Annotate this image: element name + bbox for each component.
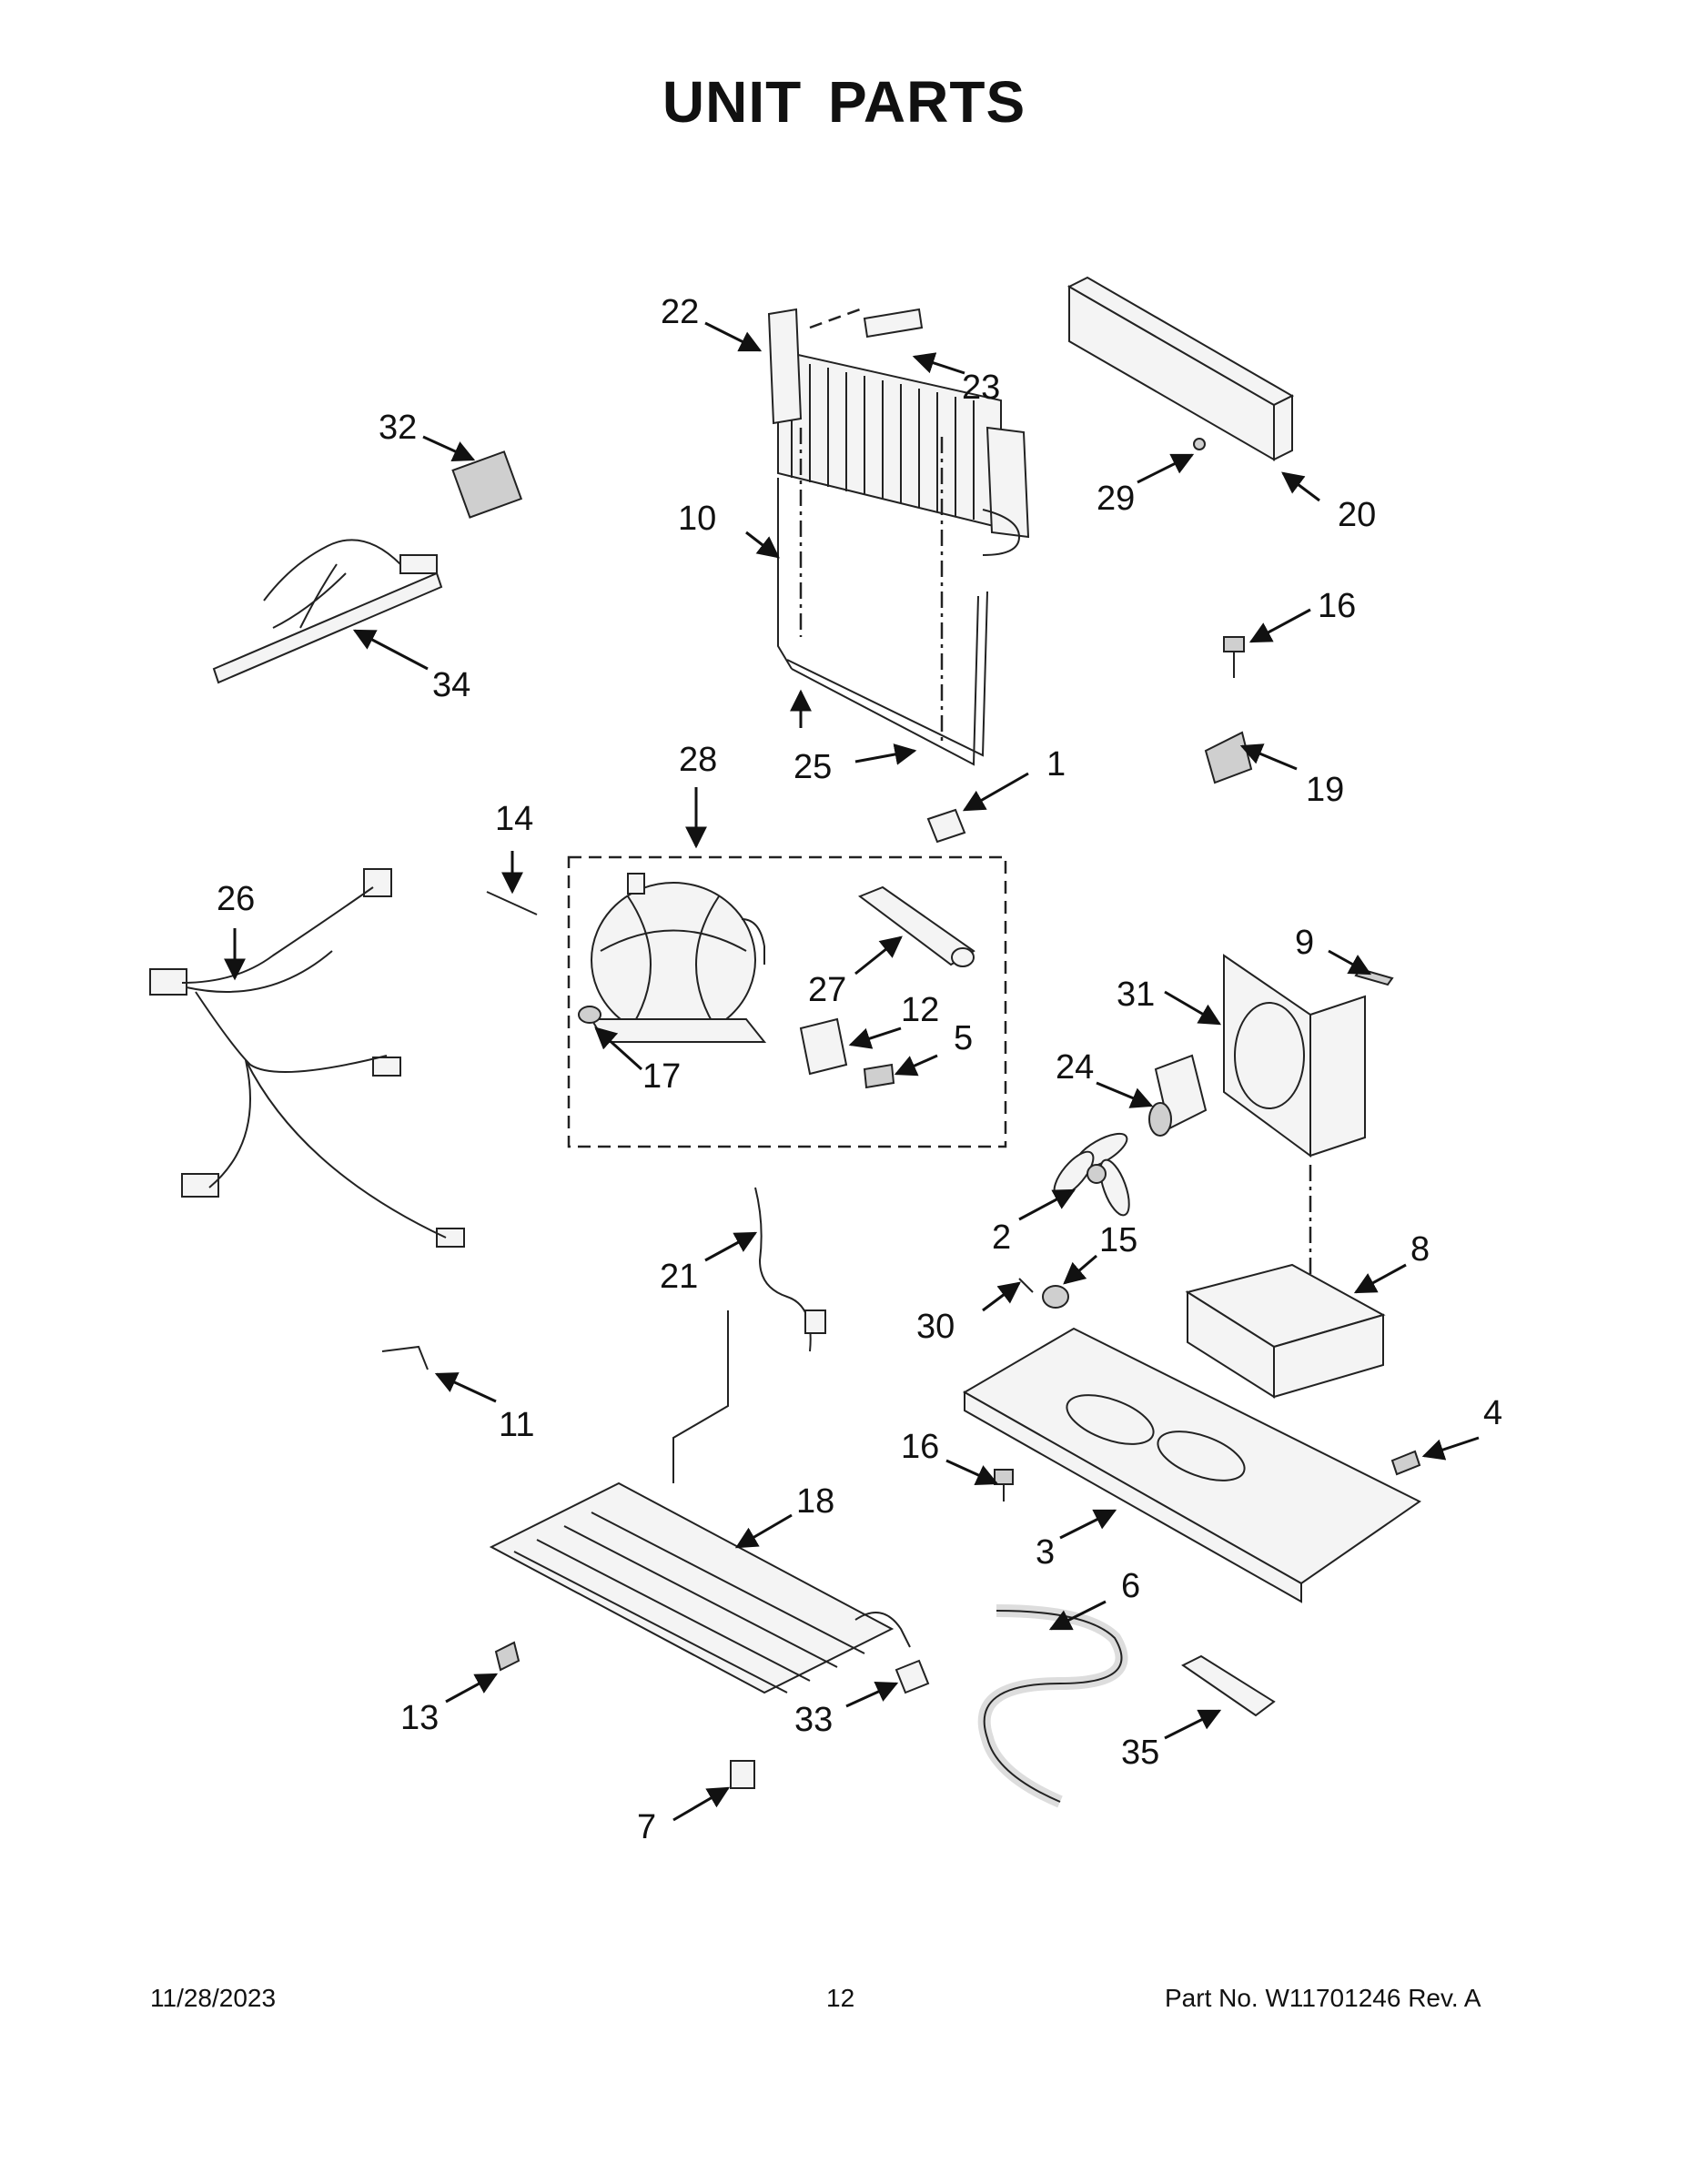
callout-10: 10 xyxy=(678,500,716,538)
callout-21: 21 xyxy=(660,1258,698,1296)
condenser-part-18 xyxy=(489,1310,911,1694)
compressor-group-box xyxy=(567,855,1007,1148)
callout-9: 9 xyxy=(1295,924,1314,962)
clip-part-11 xyxy=(381,1345,429,1370)
callout-14: 14 xyxy=(495,800,533,838)
footer-page-number: 12 xyxy=(826,1984,855,2012)
tube-part-35 xyxy=(1181,1654,1276,1717)
wire-harness-part-26 xyxy=(149,868,465,1248)
screw-part-16-bottom xyxy=(994,1469,1014,1502)
callout-22: 22 xyxy=(661,293,699,331)
strap-part-14 xyxy=(486,891,538,915)
page-title: UNIT PARTS xyxy=(662,69,1026,135)
defrost-heater-part-25 xyxy=(786,591,988,757)
grommet-part-17 xyxy=(578,1006,601,1024)
callout-25: 25 xyxy=(793,748,832,786)
callout-numbers: 22 23 32 10 29 20 16 34 19 25 28 1 14 26… xyxy=(217,293,1502,1846)
callout-16-top: 16 xyxy=(1318,587,1356,625)
callout-13: 13 xyxy=(400,1699,439,1737)
tube-part-10 xyxy=(777,478,793,670)
callout-19: 19 xyxy=(1306,771,1344,809)
callout-34: 34 xyxy=(432,666,470,704)
pin-part-30 xyxy=(1018,1278,1034,1293)
grommet-part-15 xyxy=(1042,1285,1069,1309)
evaporator-label-part-23 xyxy=(863,308,924,339)
callout-32: 32 xyxy=(379,409,417,447)
fan-motor-part-24 xyxy=(1148,1054,1208,1137)
callout-6: 6 xyxy=(1121,1567,1140,1605)
callout-2: 2 xyxy=(992,1218,1011,1257)
screw-part-16-top xyxy=(1223,636,1245,678)
wire-harness-part-34 xyxy=(212,539,443,684)
clip-part-13 xyxy=(494,1641,521,1672)
bracket-part-19 xyxy=(1204,731,1253,784)
callout-15: 15 xyxy=(1099,1221,1137,1259)
callout-30: 30 xyxy=(916,1308,955,1346)
part-33 xyxy=(895,1659,930,1694)
coupling-part-7 xyxy=(730,1760,755,1789)
leader-arrows xyxy=(224,321,1480,1822)
callout-1: 1 xyxy=(1046,745,1066,784)
control-board-part-32 xyxy=(451,450,523,519)
callout-27: 27 xyxy=(808,971,846,1009)
callout-33: 33 xyxy=(794,1701,833,1739)
base-pan-part-3 xyxy=(962,1327,1421,1603)
drier-part-27 xyxy=(857,885,975,967)
callout-29: 29 xyxy=(1097,480,1135,518)
callout-12: 12 xyxy=(901,991,939,1029)
screw-part-29 xyxy=(1193,438,1206,450)
compressor-part-28 xyxy=(590,873,767,1043)
screw-part-4 xyxy=(1390,1450,1421,1476)
bracket-part-8 xyxy=(1185,1263,1386,1399)
fan-blade-part-2 xyxy=(1053,1132,1130,1217)
callout-18: 18 xyxy=(796,1482,834,1521)
hose-part-6 xyxy=(983,1610,1123,1803)
callout-7: 7 xyxy=(637,1808,656,1846)
callout-8: 8 xyxy=(1410,1230,1430,1269)
tube-part-21 xyxy=(754,1187,812,1352)
callout-3: 3 xyxy=(1036,1533,1055,1572)
evaporator-cover-channel xyxy=(1066,276,1295,461)
callout-17: 17 xyxy=(642,1057,681,1096)
callout-24: 24 xyxy=(1056,1048,1094,1087)
overload-part-5 xyxy=(863,1063,895,1089)
callout-35: 35 xyxy=(1121,1734,1159,1772)
callout-4: 4 xyxy=(1483,1394,1502,1432)
callout-26: 26 xyxy=(217,880,255,918)
leader-dash xyxy=(809,308,861,329)
callout-16-bottom: 16 xyxy=(901,1428,939,1466)
evaporator-drawing xyxy=(767,308,1030,556)
relay-part-12 xyxy=(799,1017,848,1076)
footer-part-number: Part No. W11701246 Rev. A xyxy=(1165,1984,1481,2012)
callout-28: 28 xyxy=(679,741,717,779)
callout-20: 20 xyxy=(1338,496,1376,534)
callout-23: 23 xyxy=(962,369,1000,407)
screw-part-9 xyxy=(1354,967,1394,986)
fan-shroud-part-31 xyxy=(1223,954,1366,1158)
callout-11: 11 xyxy=(499,1406,534,1444)
footer-date: 11/28/2023 xyxy=(150,1984,277,2012)
fitting-part-1 xyxy=(926,808,966,844)
callout-31: 31 xyxy=(1117,976,1155,1014)
callout-5: 5 xyxy=(954,1019,973,1057)
